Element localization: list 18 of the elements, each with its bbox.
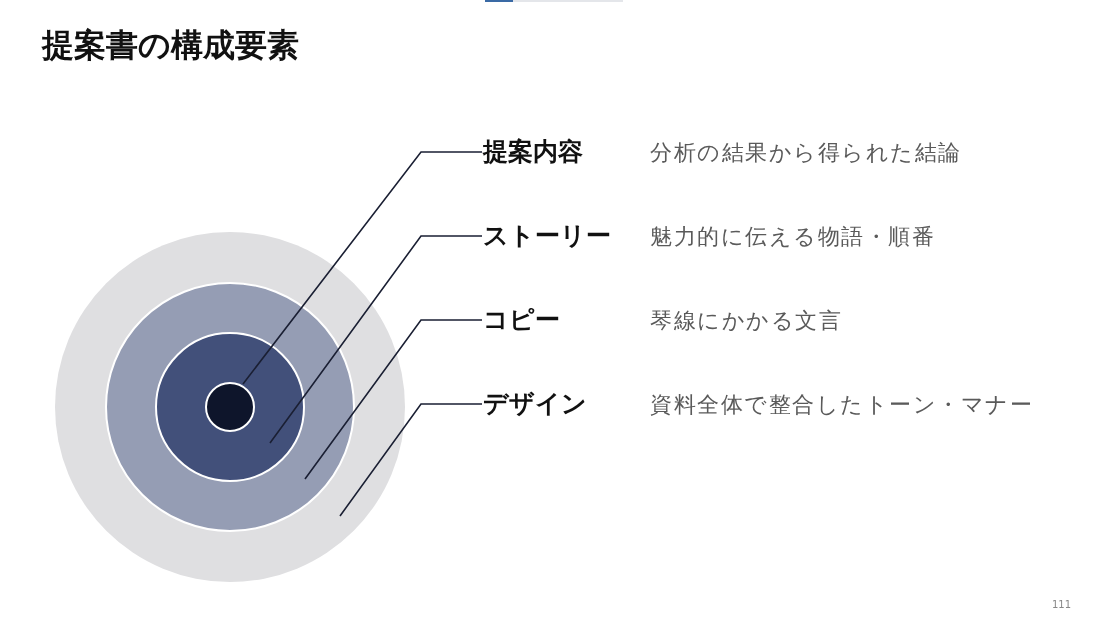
- component-label: デザイン: [483, 389, 587, 419]
- leader-line: [242, 151, 483, 385]
- outer-ring: [55, 232, 405, 582]
- page-number: 111: [1051, 599, 1071, 611]
- slide-title: 提案書の構成要素: [42, 26, 299, 65]
- center-dot: [205, 382, 255, 432]
- inner-ring: [155, 332, 305, 482]
- leader-line: [269, 235, 483, 444]
- component-description: 琴線にかかる文言: [650, 308, 842, 335]
- middle-ring: [105, 282, 355, 532]
- component-label: コピー: [483, 305, 560, 335]
- leader-line: [304, 319, 483, 480]
- component-description: 資料全体で整合したトーン・マナー: [650, 392, 1033, 419]
- component-label: ストーリー: [483, 221, 611, 251]
- component-label: 提案内容: [483, 137, 583, 167]
- component-description: 魅力的に伝える物語・順番: [650, 224, 935, 251]
- leader-line: [339, 403, 483, 517]
- component-description: 分析の結果から得られた結論: [650, 140, 962, 167]
